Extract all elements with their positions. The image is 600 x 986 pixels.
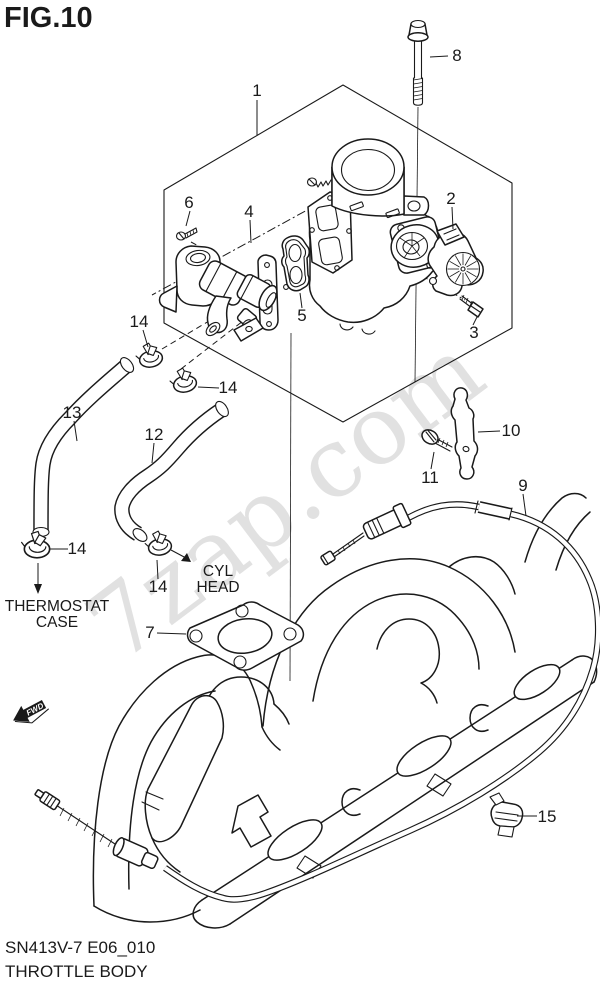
cyl-head-arrow (170, 549, 191, 562)
hose-12-drawing (114, 400, 229, 542)
callout-label-14: 14 (67, 539, 87, 558)
tps-sensor-drawing (427, 223, 484, 297)
callout-label-0: 1 (252, 81, 262, 100)
isc-valve-drawing (158, 245, 279, 342)
callout-label-9: 13 (62, 403, 82, 422)
leader-lines (50, 55, 537, 817)
hose-13-drawing (32, 357, 135, 538)
gasket-7-drawing (186, 601, 305, 671)
callout-label-7: 14 (129, 312, 149, 331)
drawing-name: THROTTLE BODY (5, 962, 148, 981)
callout-label-15: 14 (148, 577, 168, 596)
detail-box (163, 84, 513, 423)
clamp-14-b (167, 365, 199, 396)
drawing-code: SN413V-7 E06_010 (5, 938, 156, 957)
gasket-5-drawing (281, 235, 310, 292)
callout-label-11: 10 (501, 421, 521, 440)
throttle-body-drawing (306, 138, 445, 335)
callout-label-10: 12 (144, 425, 164, 444)
thermostat-arrow (34, 563, 42, 594)
throttle-cable-drawing (34, 500, 600, 903)
fwd-arrow: FWD (13, 700, 49, 724)
callout-label-13: 9 (518, 476, 528, 495)
callout-label-12: 11 (421, 468, 439, 487)
intake-manifold-drawing (92, 492, 598, 929)
callout-label-17: 15 (537, 807, 557, 826)
screw-3-drawing (459, 294, 484, 318)
clamp-14-a (133, 340, 165, 371)
callout-label-3: 4 (244, 202, 254, 221)
bracket-10-drawing (450, 387, 479, 480)
callout-label-5: 5 (297, 306, 307, 325)
callout-label-1: 8 (452, 46, 462, 65)
thermostat-case-label: THERMOSTAT CASE (4, 598, 110, 631)
callout-label-4: 2 (446, 189, 456, 208)
callout-label-16: 7 (145, 623, 155, 642)
callout-label-8: 14 (218, 378, 238, 397)
bolt-11-drawing (421, 429, 453, 452)
bolt-8-drawing (407, 19, 429, 106)
cyl-head-label: CYL HEAD (196, 563, 240, 596)
screw-6-drawing (175, 227, 198, 241)
figure-title: FIG.10 (4, 2, 93, 34)
callout-label-6: 3 (469, 323, 479, 342)
callout-label-2: 6 (184, 193, 194, 212)
clip-15-drawing (489, 792, 524, 838)
